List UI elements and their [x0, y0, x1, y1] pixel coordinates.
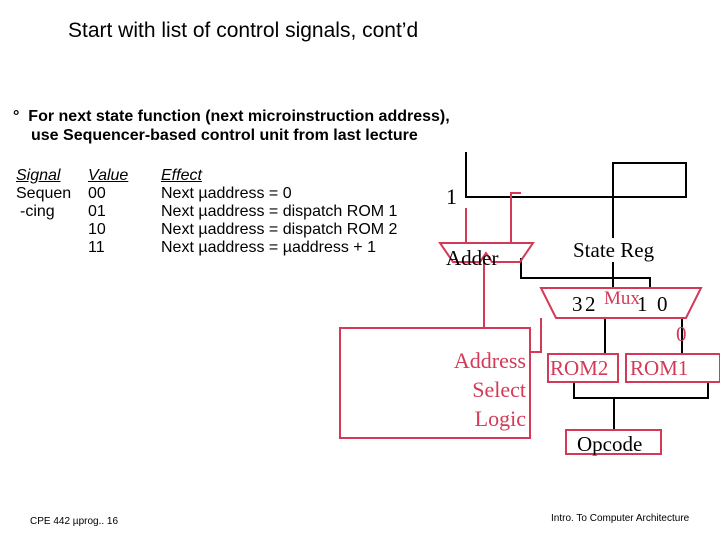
- constant-one-label: 1: [446, 184, 457, 209]
- state-reg-label: State Reg: [573, 238, 655, 262]
- mux-label: Mux: [604, 288, 640, 309]
- slide-title: Start with list of control signals, cont…: [68, 19, 419, 42]
- rom1-box: [625, 353, 720, 383]
- value-column: Value 00 01 10 11: [88, 167, 128, 257]
- effect-column: Effect Next µaddress = 0 Next µaddress =…: [161, 167, 397, 257]
- effect-cell: Next µaddress = dispatch ROM 2: [161, 221, 398, 238]
- opcode-box: [565, 429, 662, 455]
- signal-column: Signal Sequen -cing: [16, 167, 71, 221]
- mux-input-3: 3: [572, 292, 583, 316]
- adder-label: Adder: [446, 246, 499, 270]
- rom-opcode-bus: [573, 382, 709, 399]
- effect-cell: Next µaddress = dispatch ROM 1: [161, 203, 398, 220]
- mux-input-0: 0: [657, 292, 668, 316]
- rom1-label: ROM1: [630, 356, 689, 380]
- bullet-point: ° For next state function (next microins…: [13, 107, 450, 145]
- value-header: Value: [88, 167, 129, 184]
- value-cell: 11: [88, 239, 105, 256]
- adder-shape: [438, 242, 535, 263]
- state-reg-feedback-wire: [465, 152, 687, 238]
- select-control-wire: [530, 318, 542, 353]
- effect-cell: Next µaddress = 0: [161, 185, 292, 202]
- mux-input-2: 2: [585, 292, 596, 316]
- address-select-line: Logic: [474, 406, 526, 431]
- address-select-line: Address: [453, 348, 526, 373]
- mux-input-zero-label: 0: [676, 322, 687, 346]
- bullet-marker: °: [13, 108, 20, 125]
- effect-header: Effect: [161, 167, 202, 184]
- rom2-label: ROM2: [550, 356, 609, 380]
- mux-shape: [539, 287, 703, 319]
- feedback-to-adder-wire: [510, 192, 521, 243]
- address-select-line: Select: [472, 377, 526, 402]
- bullet-line-2: use Sequencer-based control unit from la…: [31, 127, 418, 144]
- value-cell: 00: [88, 185, 106, 202]
- value-cell: 01: [88, 203, 106, 220]
- bullet-line-1: For next state function (next microinstr…: [28, 108, 450, 125]
- footer-right: Intro. To Computer Architecture: [551, 513, 690, 524]
- signal-name-line-2: -cing: [20, 203, 55, 220]
- mux-input-wire: [520, 258, 651, 288]
- opcode-label: Opcode: [577, 432, 643, 456]
- address-select-box: [339, 327, 531, 439]
- mux-input-1: 1: [637, 292, 648, 316]
- address-select-label: Address Select Logic: [440, 346, 526, 433]
- footer-left: CPE 442 µprog.. 16: [30, 516, 119, 527]
- value-cell: 10: [88, 221, 106, 238]
- signal-header: Signal: [16, 167, 61, 184]
- rom2-box: [547, 353, 619, 383]
- effect-cell: Next µaddress = µaddress + 1: [161, 239, 376, 256]
- signal-name-line-1: Sequen: [16, 185, 72, 202]
